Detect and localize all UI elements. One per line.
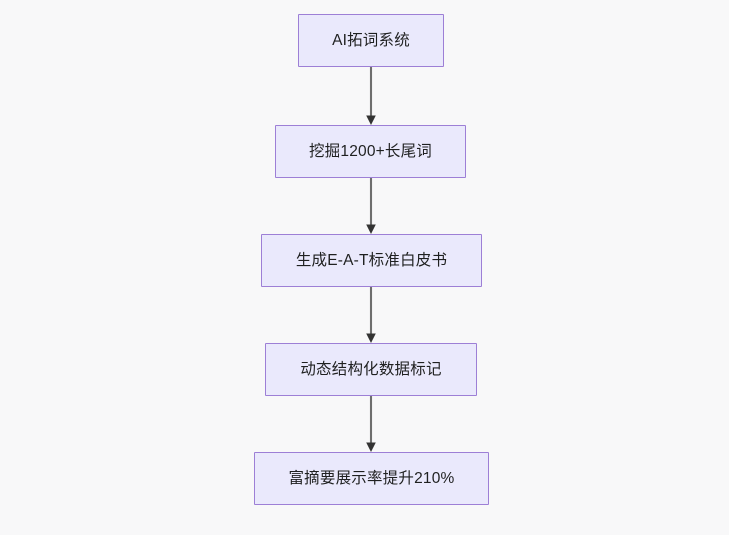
flow-node-label: 生成E-A-T标准白皮书 xyxy=(295,251,448,269)
edge-n3-n4 xyxy=(366,287,376,343)
flow-node-rich-snippet-impression-lift[interactable]: 富摘要展示率提升210% xyxy=(254,452,489,505)
edge-n4-n5 xyxy=(366,396,376,452)
flow-node-mine-longtail-keywords[interactable]: 挖掘1200+长尾词 xyxy=(275,125,466,178)
flow-node-label: AI拓词系统 xyxy=(332,31,410,49)
flow-node-label: 动态结构化数据标记 xyxy=(300,360,442,378)
flow-node-dynamic-structured-data-markup[interactable]: 动态结构化数据标记 xyxy=(265,343,477,396)
flow-node-ai-keyword-system[interactable]: AI拓词系统 xyxy=(298,14,444,67)
flow-node-label: 富摘要展示率提升210% xyxy=(288,469,455,487)
flow-node-label: 挖掘1200+长尾词 xyxy=(308,142,433,160)
flow-node-generate-eat-whitepaper[interactable]: 生成E-A-T标准白皮书 xyxy=(261,234,482,287)
edge-n2-n3 xyxy=(366,178,376,234)
edge-n1-n2 xyxy=(366,67,376,125)
